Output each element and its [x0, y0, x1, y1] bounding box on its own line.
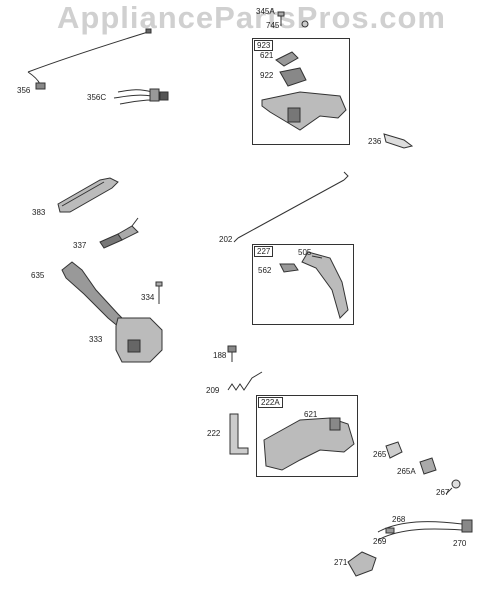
part-265a: [419, 457, 437, 475]
screw-345a-part: [277, 11, 285, 26]
ignition-coil-333-part: [61, 261, 163, 363]
callout-265: 265: [373, 450, 387, 459]
callout-270: 270: [453, 539, 467, 548]
box-label-222a: 222A: [258, 397, 283, 408]
part-267: [445, 479, 461, 495]
callout-356: 356: [17, 86, 31, 95]
box-label-923: 923: [254, 40, 274, 51]
callout-621-bottom: 621: [304, 410, 318, 419]
spring-209-part: [227, 371, 263, 391]
screw-334-part: [155, 281, 163, 304]
callout-222: 222: [207, 429, 221, 438]
lever-271-part: [347, 551, 377, 577]
callout-562: 562: [258, 266, 272, 275]
callout-269: 269: [373, 537, 387, 546]
callout-505: 505: [298, 248, 312, 257]
callout-345a: 345A: [256, 7, 275, 16]
assembly-box-923: 923: [252, 38, 350, 145]
callout-621-top: 621: [260, 51, 274, 60]
clip-745-part: [301, 20, 309, 28]
callout-334: 334: [141, 293, 155, 302]
box-label-227: 227: [254, 246, 274, 257]
link-236-part: [383, 133, 414, 149]
callout-922: 922: [260, 71, 274, 80]
assembly-227-part: [279, 251, 349, 319]
callout-265a: 265A: [397, 467, 416, 476]
screw-188-part: [227, 345, 237, 362]
assembly-923-part: [261, 51, 347, 131]
callout-236: 236: [368, 137, 382, 146]
callout-745: 745: [266, 21, 280, 30]
wire-356-part: [27, 28, 152, 90]
callout-635: 635: [31, 271, 45, 280]
watermark-text: AppliancePartsPros.com: [57, 0, 446, 35]
callout-383: 383: [32, 208, 46, 217]
tube-383-part: [57, 177, 119, 213]
callout-202: 202: [219, 235, 233, 244]
callout-356c: 356C: [87, 93, 107, 102]
callout-209: 209: [206, 386, 220, 395]
callout-333: 333: [89, 335, 103, 344]
wire-356c-part: [113, 88, 169, 105]
spark-plug-337-part: [99, 217, 139, 249]
callout-337: 337: [73, 241, 87, 250]
callout-188: 188: [213, 351, 227, 360]
cable-268-part: [377, 519, 473, 541]
assembly-222a-part: [263, 417, 355, 471]
callout-271: 271: [334, 558, 348, 567]
callout-267: 267: [436, 488, 450, 497]
assembly-box-222a: 222A: [256, 395, 358, 477]
part-265: [385, 441, 403, 459]
bracket-222-part: [229, 413, 249, 455]
rod-202-part: [233, 171, 349, 243]
assembly-box-227: 227: [252, 244, 354, 325]
callout-268: 268: [392, 515, 406, 524]
